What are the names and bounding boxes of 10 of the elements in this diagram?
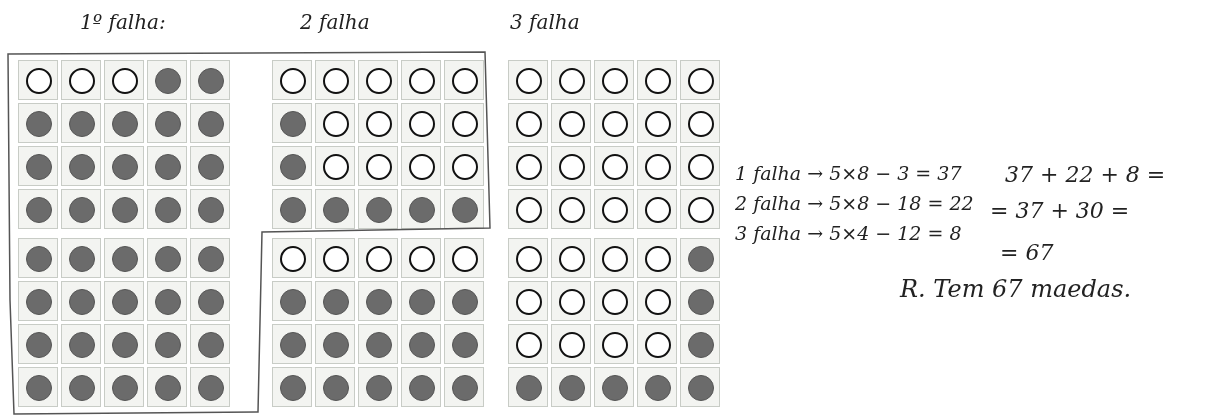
sheet-heading: 2 falha [300,10,370,34]
answer-sentence: R. Tem 67 maedas. [900,275,1132,303]
calculation-line: 2 falha → 5×8 − 18 = 22 [735,192,974,214]
sum-line: 37 + 22 + 8 = [1005,162,1166,187]
sum-line: = 67 [1000,240,1054,265]
sheet-heading: 3 falha [510,10,580,34]
sheet-heading: 1º falha: [80,10,166,34]
calculation-line: 3 falha → 5×4 − 12 = 8 [735,222,962,244]
sum-line: = 37 + 30 = [990,198,1130,223]
calculation-line: 1 falha → 5×8 − 3 = 37 [735,162,962,184]
